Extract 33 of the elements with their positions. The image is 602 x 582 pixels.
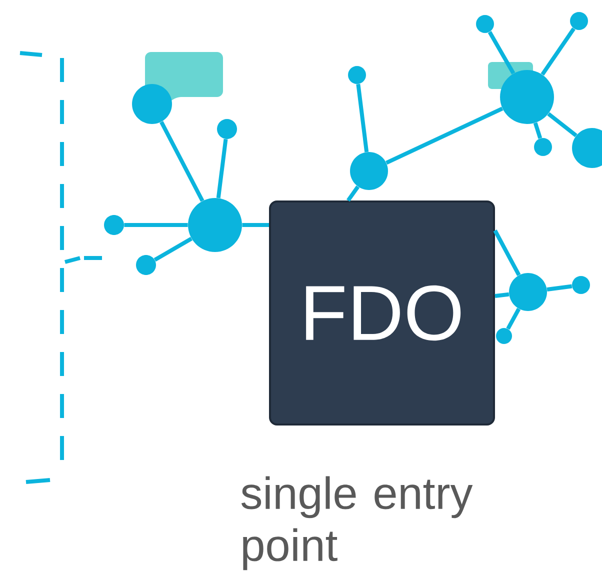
network-node: [348, 66, 366, 84]
connector-line: [506, 308, 521, 330]
node-label: single entry point: [241, 476, 473, 570]
network-node: [534, 138, 552, 156]
network-node: [132, 84, 172, 124]
connector-line: [346, 186, 360, 202]
network-node: [136, 255, 156, 275]
connector-line: [546, 284, 572, 292]
connector-line: [494, 292, 510, 298]
connector-line: [154, 236, 192, 262]
network-node: [500, 70, 554, 124]
connector-line: [356, 84, 369, 152]
network-node: [509, 273, 547, 311]
connector-line: [540, 27, 576, 76]
connector-line: [533, 122, 542, 139]
process-box: FDO: [269, 200, 495, 426]
network-node: [572, 276, 590, 294]
network-node: [104, 215, 124, 235]
connector-line: [160, 121, 204, 202]
connector-line: [216, 138, 228, 198]
network-node: [217, 119, 237, 139]
connector-line: [493, 230, 521, 276]
network-node: [476, 15, 494, 33]
network-node: [496, 328, 512, 344]
network-node: [350, 152, 388, 190]
connector-line: [547, 112, 578, 138]
network-node: [572, 128, 602, 168]
connector-line: [124, 223, 188, 227]
connector-line: [242, 223, 269, 227]
connector-line: [488, 30, 516, 74]
network-node: [188, 198, 242, 252]
connector-line: [386, 106, 504, 165]
network-node: [570, 12, 588, 30]
